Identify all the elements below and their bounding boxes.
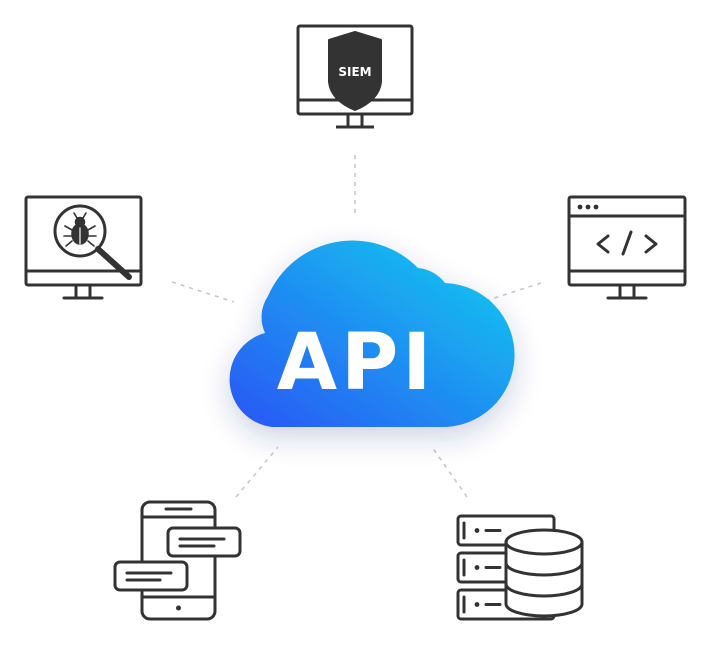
database-cylinder-icon [504, 528, 584, 618]
connector-code [478, 282, 542, 304]
api-label: API [277, 318, 436, 408]
siem-monitor-icon: SIEM [296, 24, 414, 129]
connector-database [431, 446, 468, 498]
connector-mobile [235, 446, 279, 498]
connectors [171, 155, 542, 498]
cloud-shape [229, 240, 515, 428]
shield-icon [328, 31, 382, 111]
mobile-chat-icon [113, 500, 242, 621]
bug-magnifier-monitor-icon [24, 195, 143, 300]
api-cloud: API [229, 240, 515, 428]
code-monitor-icon [567, 195, 687, 300]
chat-bubble-icon [113, 560, 189, 592]
chat-bubble-icon [166, 526, 242, 558]
code-brackets-icon [596, 230, 658, 256]
server-database-icon [456, 514, 584, 621]
connector-bug-scan [171, 281, 235, 303]
bug-icon [63, 212, 97, 247]
siem-badge: SIEM [338, 65, 371, 79]
window-dots-icon [577, 204, 599, 210]
